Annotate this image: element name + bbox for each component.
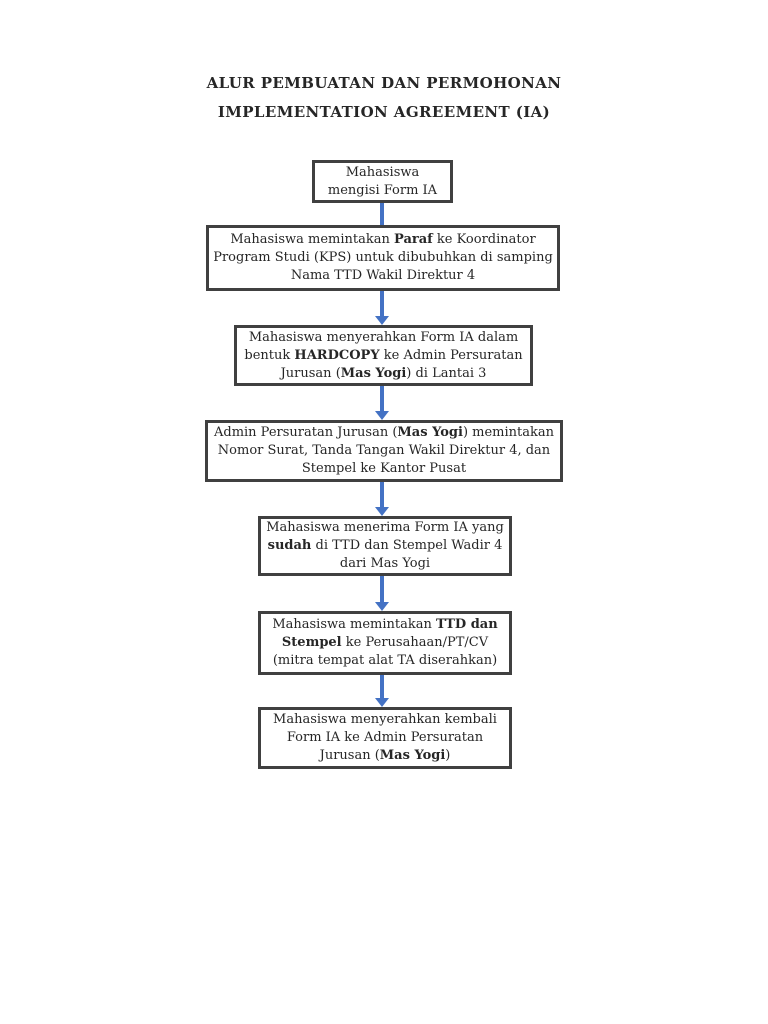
flow-box-line: Mahasiswa bbox=[345, 164, 420, 180]
flow-box-line: Jurusan (Mas Yogi) bbox=[319, 748, 451, 763]
flow-box-line: Form IA ke Admin Persuratan bbox=[286, 730, 484, 745]
flow-box-line: Mahasiswa menyerahkan kembali bbox=[273, 712, 497, 727]
flow-box-line: Mahasiswa menyerahkan Form IA dalam bbox=[248, 329, 519, 345]
page-title-line-2: IMPLEMENTATION AGREEMENT (IA) bbox=[217, 103, 551, 121]
arrow-down-connector bbox=[375, 675, 389, 707]
arrow-head-icon bbox=[375, 507, 389, 516]
arrow-stem bbox=[380, 675, 384, 698]
flow-box-line: Nama TTD Wakil Direktur 4 bbox=[290, 268, 476, 283]
arrow-down-connector bbox=[375, 482, 389, 516]
arrow-stem bbox=[380, 291, 384, 316]
flow-box-line: mengisi Form IA bbox=[327, 182, 438, 198]
arrow-head-icon bbox=[375, 698, 389, 707]
step-4-admin-memintakan-nomor-surat: Admin Persuratan Jurusan (Mas Yogi) memi… bbox=[205, 420, 563, 482]
step-2-memintakan-paraf-ke-kps: Mahasiswa memintakan Paraf ke Koordinato… bbox=[206, 225, 560, 291]
flow-box-line: Jurusan (Mas Yogi) di Lantai 3 bbox=[280, 365, 487, 381]
page-title-line-1: ALUR PEMBUATAN DAN PERMOHONAN bbox=[206, 74, 562, 92]
flow-box-line: Mahasiswa menerima Form IA yang bbox=[266, 520, 504, 535]
flow-box-line: sudah di TTD dan Stempel Wadir 4 bbox=[267, 538, 503, 553]
flow-box-line: Stempel ke Perusahaan/PT/CV bbox=[281, 635, 489, 650]
arrow-down-connector bbox=[375, 291, 389, 325]
step-1-mahasiswa-mengisi-form-ia: Mahasiswa mengisi Form IA bbox=[312, 160, 453, 203]
flow-box-line: dari Mas Yogi bbox=[339, 556, 431, 571]
arrow-down-connector bbox=[375, 203, 389, 225]
step-3-menyerahkan-form-ia-hardcopy: Mahasiswa menyerahkan Form IA dalam bentu… bbox=[234, 325, 533, 386]
arrow-head-icon bbox=[375, 316, 389, 325]
flow-box-line: Program Studi (KPS) untuk dibubuhkan di … bbox=[213, 250, 553, 265]
step-5-menerima-form-ia-ttd-stempel: Mahasiswa menerima Form IA yang sudah di … bbox=[258, 516, 512, 576]
flow-box-line: Nomor Surat, Tanda Tangan Wakil Direktur… bbox=[217, 443, 551, 458]
flow-box-line: Admin Persuratan Jurusan (Mas Yogi) memi… bbox=[213, 425, 554, 440]
flow-box-line: Mahasiswa memintakan TTD dan bbox=[272, 617, 498, 632]
arrow-stem bbox=[380, 386, 384, 411]
arrow-head-icon bbox=[375, 602, 389, 611]
arrow-down-connector bbox=[375, 576, 389, 611]
arrow-stem bbox=[380, 576, 384, 602]
arrow-stem bbox=[380, 203, 384, 225]
flow-box-line: bentuk HARDCOPY ke Admin Persuratan bbox=[244, 347, 523, 363]
arrow-stem bbox=[380, 482, 384, 507]
arrow-head-icon bbox=[375, 411, 389, 420]
flow-box-line: (mitra tempat alat TA diserahkan) bbox=[272, 653, 498, 668]
flow-box-line: Stempel ke Kantor Pusat bbox=[301, 461, 467, 476]
arrow-down-connector bbox=[375, 386, 389, 420]
flow-box-line: Mahasiswa memintakan Paraf ke Koordinato… bbox=[230, 232, 536, 247]
